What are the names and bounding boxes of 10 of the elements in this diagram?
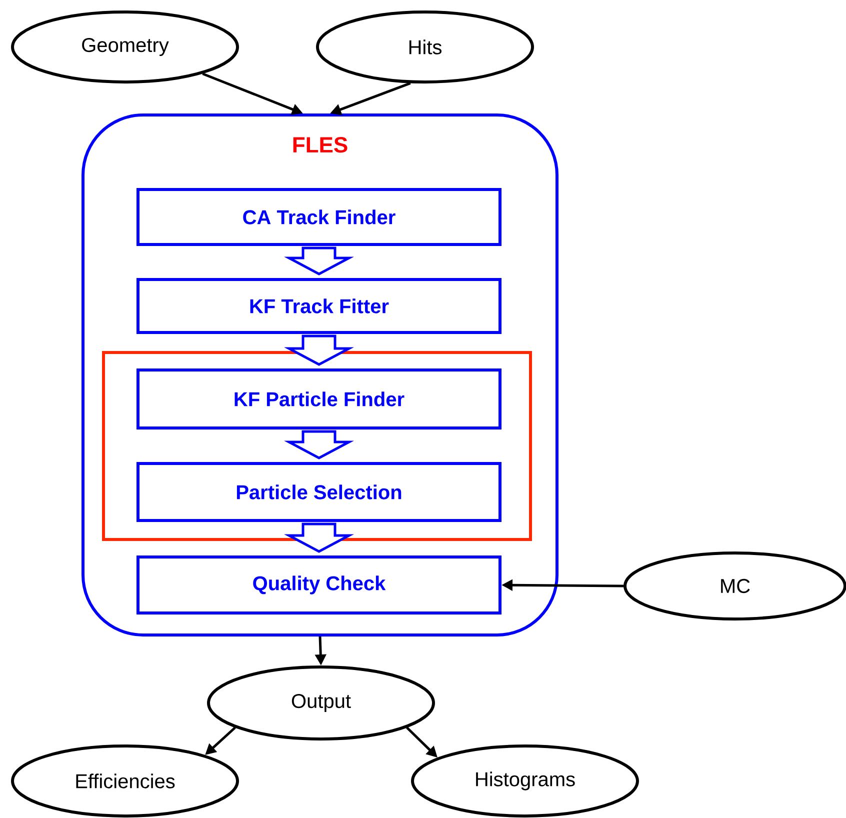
process-box: KF Track Fitter xyxy=(136,278,502,334)
process-box: KF Particle Finder xyxy=(136,368,502,430)
process-box: Quality Check xyxy=(136,556,502,614)
process-box: Particle Selection xyxy=(136,462,502,522)
block-arrow xyxy=(284,430,354,460)
process-box: CA Track Finder xyxy=(136,188,502,246)
block-arrow xyxy=(284,246,354,276)
block-arrow xyxy=(284,334,354,366)
group-frame xyxy=(102,351,532,541)
block-arrow xyxy=(284,522,354,553)
